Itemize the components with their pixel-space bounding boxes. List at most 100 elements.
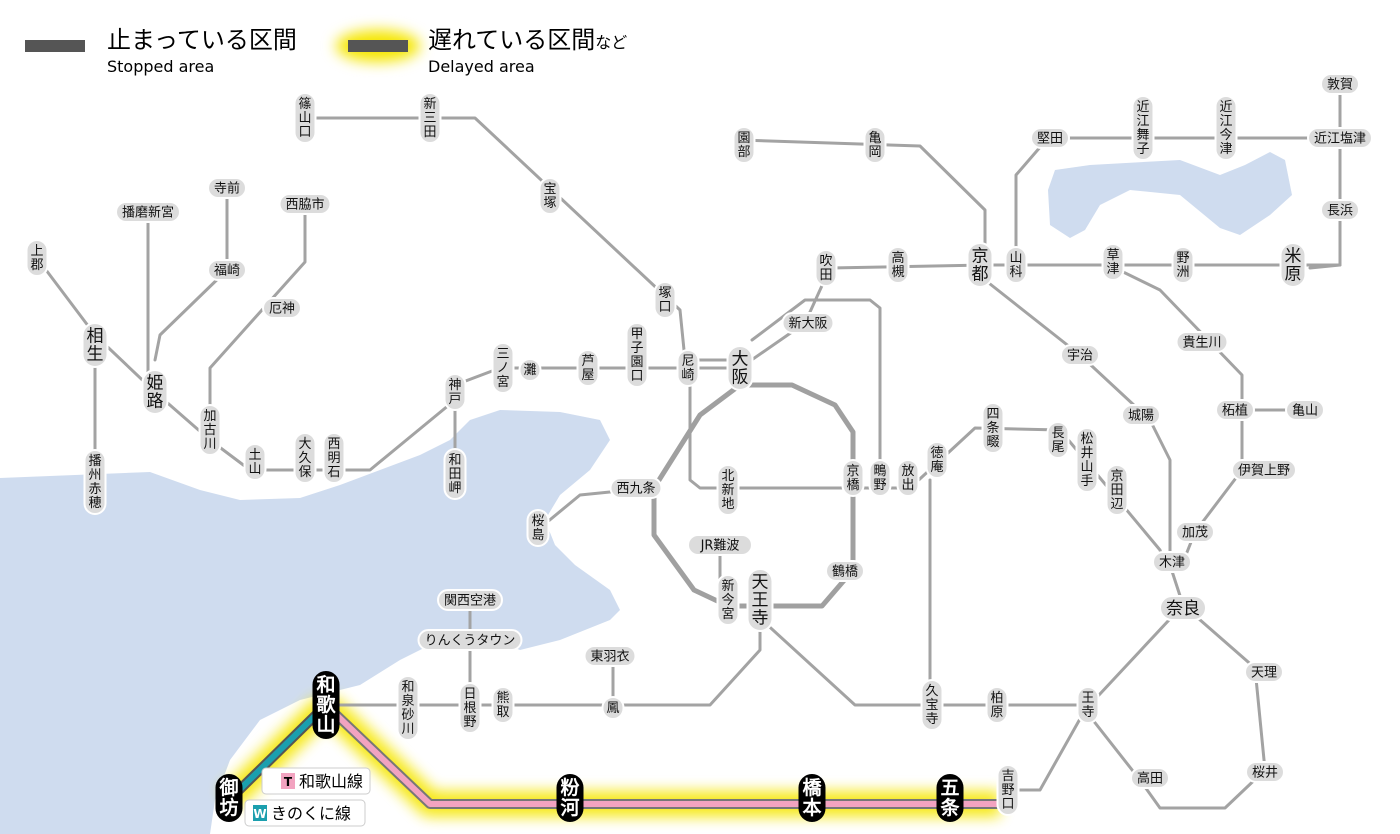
station-otori[interactable]: 鳳 — [601, 696, 625, 720]
station-kyobashi[interactable]: 京橋 — [841, 459, 865, 497]
station-marker — [215, 774, 243, 822]
rail-line-segment — [1308, 82, 1342, 270]
station-kizu[interactable]: 木津 — [1152, 551, 1192, 573]
station-iga-ueno[interactable]: 伊賀上野 — [1231, 459, 1297, 481]
station-label: 塚口 — [658, 286, 671, 315]
station-teramae[interactable]: 寺前 — [207, 177, 247, 199]
station-wadamisaki[interactable]: 和田岬 — [443, 448, 467, 500]
station-uji[interactable]: 宇治 — [1060, 344, 1100, 366]
station-kameoka[interactable]: 亀岡 — [863, 126, 887, 164]
station-kameyama[interactable]: 亀山 — [1285, 399, 1325, 421]
station-label: 長浜 — [1327, 204, 1353, 219]
station-suita[interactable]: 吹田 — [814, 249, 838, 287]
station-kumatori[interactable]: 熊取 — [491, 686, 515, 724]
station-label: 京橋 — [846, 464, 859, 493]
station-kokawa[interactable]: 粉河 — [556, 774, 584, 822]
station-oji[interactable]: 王寺 — [1076, 686, 1100, 724]
station-sakurajima[interactable]: 桜島 — [526, 509, 550, 547]
station-label: 桜島 — [531, 514, 544, 543]
station-shijonawate[interactable]: 四条畷 — [981, 402, 1005, 454]
station-gobo[interactable]: 御坊 — [215, 774, 243, 822]
station-matsuiyamate[interactable]: 松井山手 — [1075, 427, 1099, 493]
station-nishiakashi[interactable]: 西明石 — [322, 432, 346, 484]
station-nara[interactable]: 奈良 — [1159, 595, 1207, 621]
station-sasayamaguchi[interactable]: 篠山口 — [293, 92, 317, 144]
station-hinenno[interactable]: 日根野 — [458, 682, 482, 734]
station-higashihagoromo[interactable]: 東羽衣 — [583, 645, 637, 667]
station-rinku-town[interactable]: りんくうタウン — [417, 629, 523, 651]
station-kakogawa[interactable]: 加古川 — [198, 404, 222, 456]
station-yoshinoguchi[interactable]: 吉野口 — [996, 764, 1020, 816]
station-jr-namba[interactable]: JR難波 — [687, 534, 753, 556]
station-tokuan[interactable]: 徳庵 — [925, 441, 949, 479]
station-nagao[interactable]: 長尾 — [1046, 421, 1070, 459]
station-omimaiko[interactable]: 近江舞子 — [1131, 95, 1155, 161]
station-omishiotsu[interactable]: 近江塩津 — [1307, 127, 1373, 149]
station-harimashinguu[interactable]: 播磨新宮 — [115, 201, 181, 223]
station-label: 播州赤穂 — [88, 454, 101, 511]
station-takada[interactable]: 高田 — [1130, 767, 1170, 789]
station-himeji[interactable]: 姫路 — [141, 369, 169, 415]
station-nada[interactable]: 灘 — [518, 358, 542, 382]
station-banshuako[interactable]: 播州赤穂 — [83, 449, 107, 515]
station-label: 西脇市 — [285, 197, 324, 213]
station-marker — [1075, 427, 1099, 493]
station-label: 放出 — [901, 464, 914, 493]
station-kansai-airport[interactable]: 関西空港 — [437, 589, 503, 611]
station-katata[interactable]: 堅田 — [1030, 127, 1070, 149]
station-fukusaki[interactable]: 福崎 — [207, 259, 247, 281]
station-shin-imamiya[interactable]: 新今宮 — [716, 574, 740, 626]
station-nishikujo[interactable]: 西九条 — [609, 477, 663, 499]
station-izumisunagawa[interactable]: 和泉砂川 — [396, 675, 420, 741]
station-hashimoto[interactable]: 橋本 — [798, 774, 826, 822]
station-sonobe[interactable]: 園部 — [732, 126, 756, 164]
station-tennoji[interactable]: 天王寺 — [746, 568, 774, 632]
station-ashiya[interactable]: 芦屋 — [576, 349, 600, 387]
station-sannomiya[interactable]: 三ノ宮 — [491, 342, 515, 394]
station-wakayama[interactable]: 和歌山 — [312, 671, 340, 739]
station-joyo[interactable]: 城陽 — [1121, 404, 1161, 426]
station-kibukawa[interactable]: 貴生川 — [1175, 331, 1229, 353]
station-maibara[interactable]: 米原 — [1279, 242, 1307, 288]
station-doyama[interactable]: 土山 — [243, 443, 267, 481]
station-kamo[interactable]: 加茂 — [1175, 521, 1215, 543]
kinokuni-line-route — [225, 701, 330, 804]
station-aioi[interactable]: 相生 — [81, 322, 109, 368]
station-yakujin[interactable]: 厄神 — [262, 297, 302, 319]
station-label: 高田 — [1137, 771, 1163, 787]
station-label: 吉野口 — [1001, 769, 1014, 812]
station-nishiwakishi[interactable]: 西脇市 — [278, 193, 332, 215]
station-kashiwara[interactable]: 柏原 — [985, 686, 1009, 724]
station-kamigori[interactable]: 上郡 — [25, 239, 49, 277]
station-shinsanda[interactable]: 新三田 — [418, 92, 442, 144]
station-marker — [896, 459, 920, 497]
station-gojo[interactable]: 五条 — [936, 774, 964, 822]
station-omiimazu[interactable]: 近江今津 — [1214, 95, 1238, 161]
station-hanaten[interactable]: 放出 — [896, 459, 920, 497]
station-tsukaguchi[interactable]: 塚口 — [653, 281, 677, 319]
station-kyotanabe[interactable]: 京田辺 — [1105, 464, 1129, 516]
station-tenri[interactable]: 天理 — [1244, 661, 1284, 683]
station-okubo[interactable]: 大久保 — [293, 432, 317, 484]
station-shigino[interactable]: 鴫野 — [868, 459, 892, 497]
station-yasu[interactable]: 野洲 — [1171, 246, 1195, 284]
station-marker — [207, 177, 247, 199]
station-tsuruhashi[interactable]: 鶴橋 — [825, 560, 865, 582]
station-yamashina[interactable]: 山科 — [1004, 246, 1028, 284]
station-kyuhoji[interactable]: 久宝寺 — [920, 679, 944, 731]
station-osaka[interactable]: 大阪 — [726, 345, 754, 391]
station-shin-osaka[interactable]: 新大阪 — [781, 312, 835, 334]
station-nagahama[interactable]: 長浜 — [1320, 199, 1360, 221]
station-kusatsu[interactable]: 草津 — [1101, 243, 1125, 281]
station-amagasaki[interactable]: 尼崎 — [676, 349, 700, 387]
station-sakurai[interactable]: 桜井 — [1245, 761, 1285, 783]
station-tsuge[interactable]: 柘植 — [1215, 399, 1255, 421]
station-takatsuki[interactable]: 高槻 — [886, 246, 910, 284]
station-marker — [1231, 459, 1297, 481]
station-koshienguchi[interactable]: 甲子園口 — [625, 322, 649, 388]
station-kitashinchi[interactable]: 北新地 — [716, 464, 740, 516]
station-tsuruga[interactable]: 敦賀 — [1320, 73, 1360, 95]
station-takarazuka[interactable]: 宝塚 — [538, 177, 562, 215]
station-kyoto[interactable]: 京都 — [966, 242, 994, 288]
station-kobe[interactable]: 神戸 — [443, 373, 467, 411]
